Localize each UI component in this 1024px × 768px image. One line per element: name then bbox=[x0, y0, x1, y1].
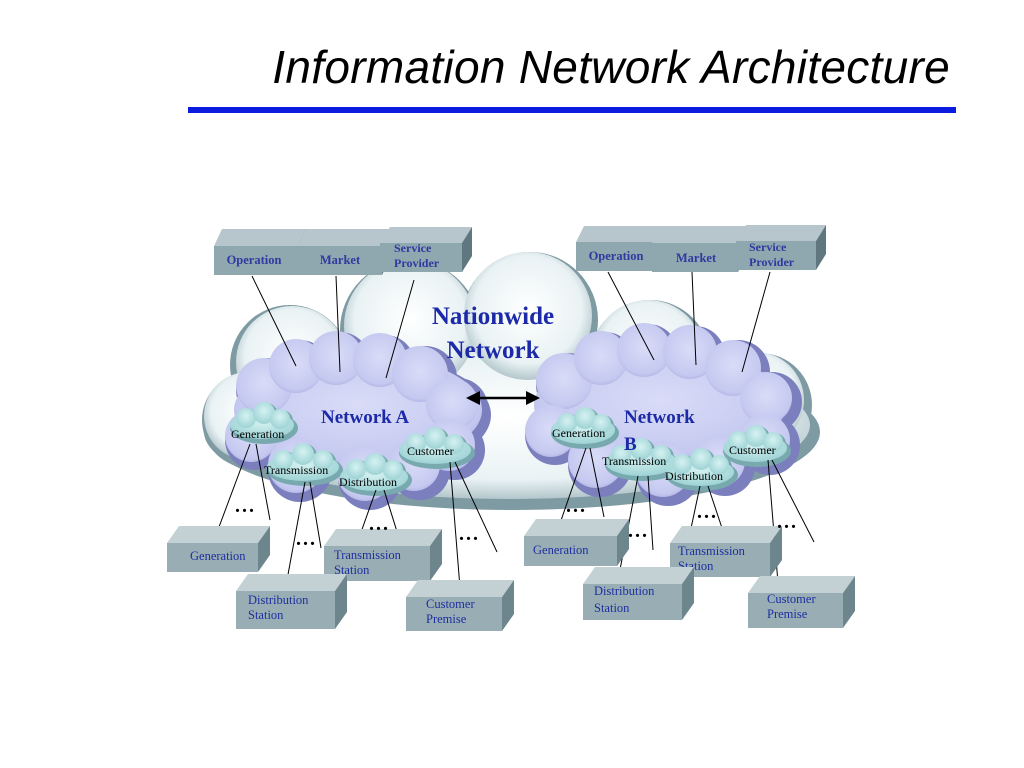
label-customer-b: Customer bbox=[729, 443, 776, 457]
station-generation-a: Generation bbox=[167, 526, 270, 572]
stations-a: Generation Transmission Station Distribu… bbox=[167, 526, 514, 631]
box-service-provider-a: Service Provider bbox=[380, 227, 472, 272]
stations-b: Generation Transmission Station Distribu… bbox=[524, 519, 855, 628]
label-generation-b: Generation bbox=[552, 426, 605, 440]
cloud-customer-b bbox=[723, 425, 791, 467]
cloud-customer-a bbox=[399, 427, 475, 469]
label-customer-a: Customer bbox=[407, 444, 454, 458]
cloud-generation-a bbox=[230, 402, 298, 444]
ellipsis-3: ... bbox=[369, 513, 390, 535]
ellipsis-2: ... bbox=[296, 528, 317, 550]
ellipsis-7: ... bbox=[697, 501, 718, 523]
station-distribution-b-label-1: Distribution bbox=[594, 584, 655, 598]
station-distribution-b-label-2: Station bbox=[594, 601, 630, 615]
cloud-transmission-a bbox=[267, 443, 343, 486]
station-distribution-a-label-2: Station bbox=[248, 608, 284, 622]
box-service-provider-b-label-1: Service bbox=[749, 240, 787, 254]
ellipsis-8: ... bbox=[777, 511, 798, 533]
network-a-label: Network A bbox=[321, 407, 409, 428]
station-customer-b: Customer Premise bbox=[748, 576, 855, 628]
station-transmission-a-label-2: Station bbox=[334, 563, 370, 577]
station-transmission-b-label-1: Transmission bbox=[678, 544, 746, 558]
bidirectional-arrow bbox=[466, 391, 540, 405]
ellipsis-5: ... bbox=[566, 495, 587, 517]
label-transmission-b: Transmission bbox=[602, 454, 666, 468]
mini-clouds-a bbox=[230, 402, 475, 496]
cloud-generation-b bbox=[551, 407, 619, 449]
station-generation-b-label: Generation bbox=[533, 543, 589, 557]
station-distribution-a: Distribution Station bbox=[236, 574, 347, 629]
cloud-transmission-b bbox=[605, 438, 681, 481]
title-underline bbox=[188, 107, 956, 113]
station-distribution-b: Distribution Station bbox=[583, 567, 694, 620]
box-market-a: Market bbox=[298, 229, 390, 275]
station-generation-a-label: Generation bbox=[190, 549, 246, 563]
mini-clouds-b bbox=[551, 407, 791, 491]
label-distribution-b: Distribution bbox=[665, 469, 723, 483]
box-operation-a-label: Operation bbox=[227, 253, 282, 267]
network-b-label-2: B bbox=[624, 434, 637, 455]
label-generation-a: Generation bbox=[231, 427, 284, 441]
station-distribution-a-label-1: Distribution bbox=[248, 593, 309, 607]
label-distribution-a: Distribution bbox=[339, 475, 397, 489]
top-boxes-a: Operation Market Service Provider bbox=[214, 227, 472, 275]
slide-title: Information Network Architecture bbox=[272, 41, 950, 93]
box-market-b-label: Market bbox=[676, 251, 717, 265]
label-transmission-a: Transmission bbox=[264, 463, 328, 477]
nationwide-label-2: Network bbox=[446, 337, 539, 364]
box-operation-b-label: Operation bbox=[589, 249, 644, 263]
ellipsis-1: ... bbox=[235, 495, 256, 517]
ellipsis-6: ... bbox=[628, 520, 649, 542]
box-service-provider-b-label-2: Provider bbox=[749, 255, 795, 269]
ellipsis-4: ... bbox=[459, 523, 480, 545]
nationwide-label-1: Nationwide bbox=[432, 303, 554, 330]
box-market-a-label: Market bbox=[320, 253, 361, 267]
station-customer-a: Customer Premise bbox=[406, 580, 514, 631]
box-service-provider-a-label-1: Service bbox=[394, 241, 432, 255]
station-customer-a-label-2: Premise bbox=[426, 612, 467, 626]
cloud-distribution-a bbox=[340, 453, 412, 496]
station-customer-b-label-1: Customer bbox=[767, 592, 816, 606]
box-service-provider-a-label-2: Provider bbox=[394, 256, 440, 270]
box-market-b: Market bbox=[652, 226, 746, 272]
box-service-provider-b: Service Provider bbox=[736, 225, 826, 270]
station-transmission-a-label-1: Transmission bbox=[334, 548, 402, 562]
station-generation-b: Generation bbox=[524, 519, 629, 566]
cloud-distribution-b bbox=[666, 448, 738, 491]
network-b-label-1: Network bbox=[624, 407, 695, 428]
top-boxes-b: Operation Market Service Provider bbox=[576, 225, 826, 272]
station-customer-b-label-2: Premise bbox=[767, 607, 808, 621]
station-transmission-a: Transmission Station bbox=[324, 529, 442, 581]
station-customer-a-label-1: Customer bbox=[426, 597, 475, 611]
station-transmission-b: Transmission Station bbox=[670, 526, 782, 577]
box-operation-a: Operation bbox=[214, 229, 306, 275]
